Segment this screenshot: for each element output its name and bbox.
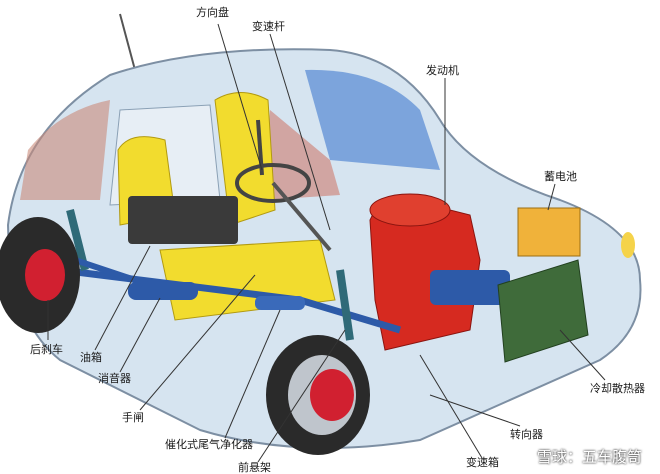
label-radiator: 冷却散热器 [590, 382, 645, 395]
interior-panel [265, 110, 340, 200]
steering-wheel-shape [235, 163, 311, 203]
label-catalytic-converter: 催化式尾气净化器 [165, 438, 253, 451]
label-handbrake: 手闸 [122, 411, 144, 424]
label-steering-gear: 转向器 [510, 428, 543, 441]
label-muffler: 消音器 [98, 372, 131, 385]
rear-window [20, 100, 110, 200]
air-filter [369, 193, 451, 227]
muffler-shape [128, 282, 198, 300]
antenna [119, 13, 136, 71]
headlight [621, 232, 635, 258]
label-gearbox: 变速箱 [466, 456, 499, 469]
label-battery: 蓄电池 [544, 170, 577, 183]
front-suspension-shape [336, 269, 354, 341]
steering-column [271, 181, 332, 252]
intake-manifold [430, 270, 510, 305]
rear-brake-disc [25, 249, 65, 301]
leader-lines [47, 23, 606, 463]
label-gear-lever: 变速杆 [252, 20, 285, 33]
catalytic-converter-shape [255, 296, 305, 310]
fuel-tank-shape [128, 196, 238, 244]
label-engine: 发动机 [426, 64, 459, 77]
label-fuel-tank: 油箱 [80, 351, 102, 364]
watermark: 雪球：五车腹笥 [536, 448, 642, 466]
windshield [305, 69, 440, 170]
label-rear-brake: 后刹车 [30, 343, 63, 356]
label-steering-wheel: 方向盘 [196, 6, 229, 19]
gear-lever-shape [256, 119, 264, 176]
label-front-suspension: 前悬架 [238, 461, 271, 474]
battery-shape [517, 207, 581, 257]
front-brake-disc [310, 369, 354, 421]
